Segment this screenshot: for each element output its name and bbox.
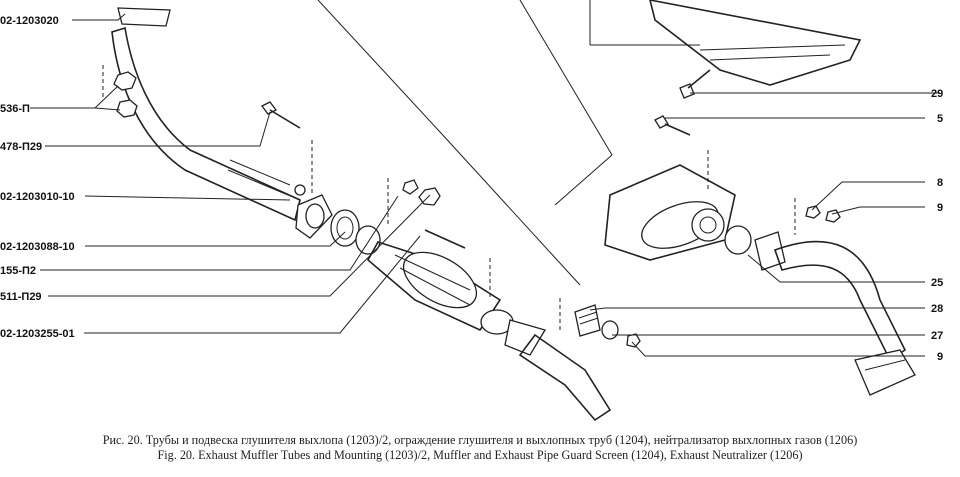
muffler-mount-bushings (574, 304, 641, 348)
callout-02-1203088-10: 02-1203088-10 (0, 241, 75, 253)
exhaust-neutralizer (366, 229, 514, 335)
leader-lines-left (30, 13, 431, 334)
callouts-right: 29 5 8 9 25 28 27 9 (931, 88, 943, 363)
heat-shield (649, 0, 862, 99)
muffler (604, 115, 752, 261)
flanges-gaskets (295, 178, 441, 255)
rear-exhaust-pipe (504, 298, 612, 422)
callout-478-p29: 478-П29 (0, 141, 42, 153)
front-exhaust-pipe (111, 7, 306, 222)
tail-pipe (754, 198, 916, 396)
callout-5: 5 (937, 113, 943, 125)
exhaust-system-diagram: 02-1203020 536-П 478-П29 02-1203010-10 0… (0, 0, 943, 422)
callout-29: 29 (931, 88, 943, 100)
callout-25: 25 (931, 277, 943, 289)
leader-lines-right (589, 92, 940, 357)
callout-9-upper: 9 (937, 202, 943, 214)
caption-english: Fig. 20. Exhaust Muffler Tubes and Mount… (157, 448, 803, 462)
callout-02-1203255-01: 02-1203255-01 (0, 328, 75, 340)
stud-and-nuts (102, 65, 313, 195)
caption-russian: Рис. 20. Трубы и подвеска глушителя выхл… (102, 433, 858, 447)
callout-536-p: 536-П (0, 103, 30, 115)
callout-9-lower: 9 (937, 351, 943, 363)
callout-8: 8 (937, 177, 943, 189)
callout-02-1203010-10: 02-1203010-10 (0, 191, 75, 203)
callout-511-p29: 511-П29 (0, 291, 42, 303)
callout-155-p2: 155-П2 (0, 265, 36, 277)
frame-lines (317, 0, 700, 286)
callout-28: 28 (931, 303, 943, 315)
callouts-left: 02-1203020 536-П 478-П29 02-1203010-10 0… (0, 15, 75, 340)
callout-27: 27 (931, 330, 943, 342)
callout-02-1203020: 02-1203020 (0, 15, 59, 27)
